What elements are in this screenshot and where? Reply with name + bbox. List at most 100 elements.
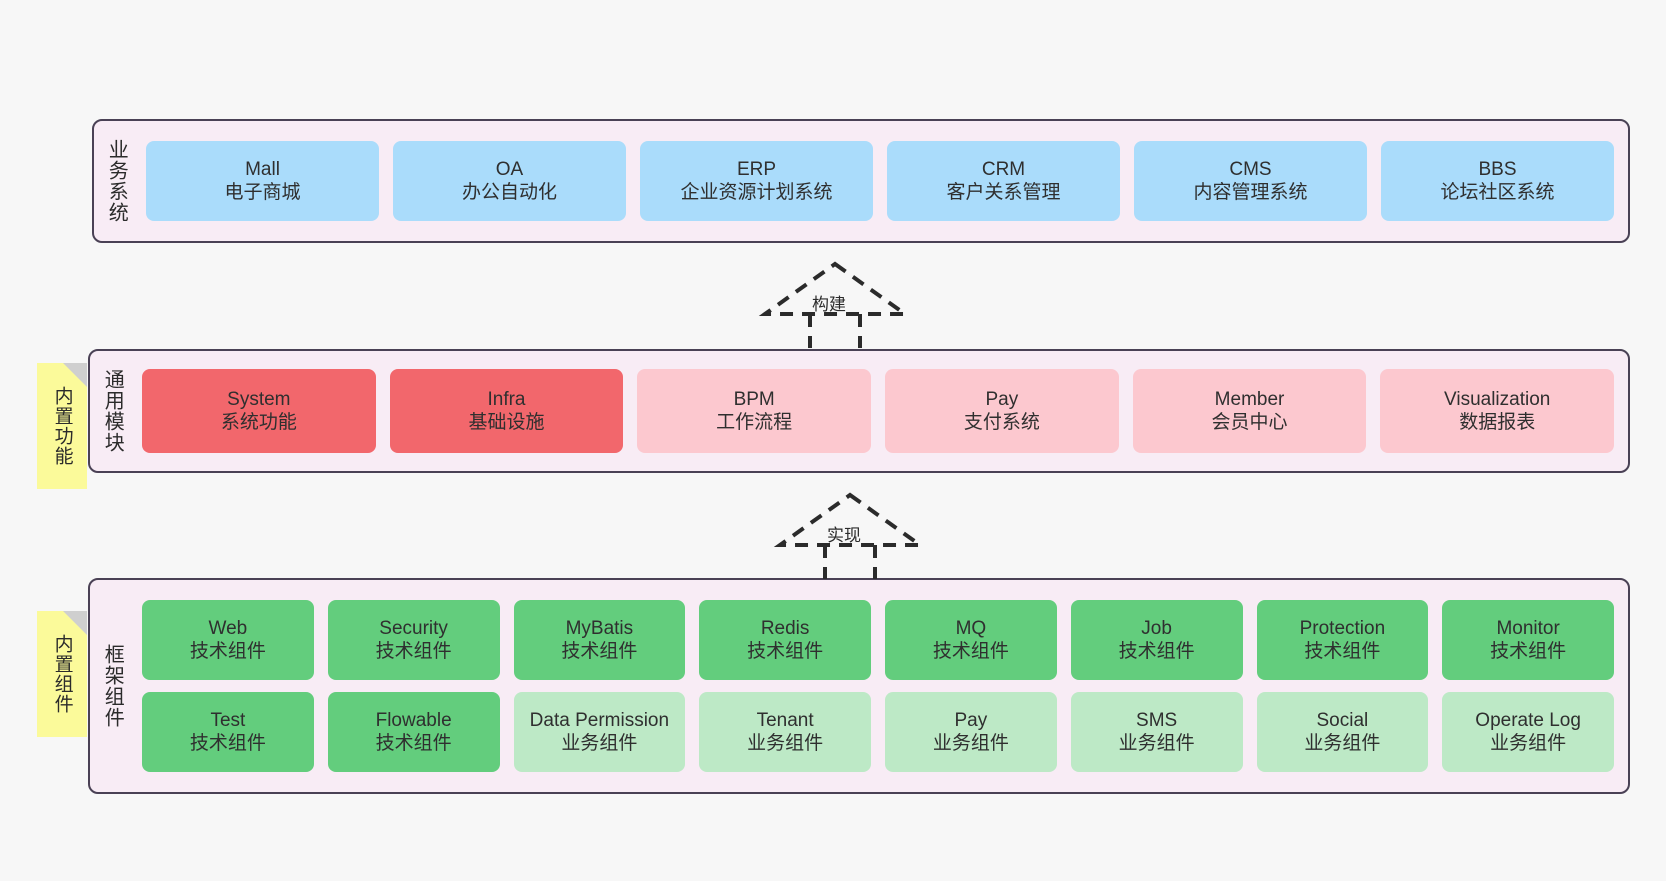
card-subtitle: 技术组件	[747, 641, 824, 662]
card-title: Web	[208, 617, 248, 639]
card-tenant[interactable]: Tenant 业务组件	[699, 692, 871, 772]
card-subtitle: 业务组件	[561, 733, 638, 754]
card-title: CRM	[981, 158, 1026, 180]
card-subtitle: 业务组件	[932, 733, 1009, 754]
card-title: Infra	[487, 388, 526, 410]
framework-row-technical: Web 技术组件 Security 技术组件 MyBatis 技术组件 Redi…	[142, 600, 1614, 680]
card-cms[interactable]: CMS 内容管理系统	[1134, 141, 1367, 221]
card-protection[interactable]: Protection 技术组件	[1256, 600, 1429, 680]
layer-common-module[interactable]: 通用模块 System 系统功能 Infra 基础设施 BPM 工作流程 Pay…	[88, 349, 1630, 473]
card-erp[interactable]: ERP 企业资源计划系统	[640, 141, 873, 221]
card-title: CMS	[1229, 158, 1272, 180]
card-subtitle: 工作流程	[716, 412, 793, 433]
card-title: Monitor	[1496, 617, 1560, 639]
card-pay[interactable]: Pay 支付系统	[885, 369, 1119, 453]
layer-body-business-system: Mall 电子商城 OA 办公自动化 ERP 企业资源计划系统 CRM 客户关系…	[138, 121, 1628, 241]
card-mall[interactable]: Mall 电子商城	[146, 141, 379, 221]
card-pay-business[interactable]: Pay 业务组件	[885, 692, 1057, 772]
page-fold-icon	[63, 611, 87, 635]
card-subtitle: 企业资源计划系统	[680, 182, 833, 203]
framework-row-business: Test 技术组件 Flowable 技术组件 Data Permission …	[142, 692, 1614, 772]
card-social[interactable]: Social 业务组件	[1256, 692, 1429, 772]
card-subtitle: 办公自动化	[461, 182, 557, 203]
card-title: Social	[1316, 709, 1369, 731]
layer-body-common-module: System 系统功能 Infra 基础设施 BPM 工作流程 Pay 支付系统…	[134, 351, 1628, 471]
card-title: MQ	[955, 617, 987, 639]
card-subtitle: 技术组件	[561, 641, 638, 662]
card-visualization[interactable]: Visualization 数据报表	[1380, 369, 1615, 453]
card-infra[interactable]: Infra 基础设施	[389, 369, 624, 453]
card-title: Pay	[954, 709, 988, 731]
card-subtitle: 业务组件	[1490, 733, 1567, 754]
layer-title-common-module: 通用模块	[101, 369, 124, 453]
card-title: Mall	[245, 158, 280, 180]
card-subtitle: 技术组件	[189, 641, 266, 662]
card-subtitle: 技术组件	[1304, 641, 1381, 662]
sticky-note-builtin-component: 内置组件	[37, 611, 87, 737]
card-title: Flowable	[375, 709, 452, 731]
layer-business-system[interactable]: 业务系统 Mall 电子商城 OA 办公自动化 ERP 企业资源计划系统 CRM…	[92, 119, 1630, 243]
card-subtitle: 业务组件	[1304, 733, 1381, 754]
card-redis[interactable]: Redis 技术组件	[699, 600, 871, 680]
card-title: OA	[495, 158, 524, 180]
card-subtitle: 论坛社区系统	[1440, 182, 1555, 203]
card-operate-log[interactable]: Operate Log 业务组件	[1442, 692, 1614, 772]
card-title: MyBatis	[565, 617, 634, 639]
sticky-note-label: 内置组件	[51, 634, 73, 714]
card-subtitle: 客户关系管理	[946, 182, 1061, 203]
card-subtitle: 技术组件	[375, 733, 452, 754]
card-job[interactable]: Job 技术组件	[1070, 600, 1243, 680]
layer-framework-component[interactable]: 框架组件 Web 技术组件 Security 技术组件 MyBatis 技术组件…	[88, 578, 1630, 794]
card-crm[interactable]: CRM 客户关系管理	[887, 141, 1120, 221]
page-fold-icon	[63, 363, 87, 387]
card-subtitle: 业务组件	[1118, 733, 1195, 754]
card-mq[interactable]: MQ 技术组件	[885, 600, 1057, 680]
card-title: Test	[210, 709, 246, 731]
card-subtitle: 支付系统	[963, 412, 1040, 433]
card-monitor[interactable]: Monitor 技术组件	[1442, 600, 1614, 680]
card-subtitle: 系统功能	[220, 412, 297, 433]
sticky-note-label: 内置功能	[51, 386, 73, 466]
card-title: Data Permission	[529, 709, 670, 731]
card-bbs[interactable]: BBS 论坛社区系统	[1381, 141, 1614, 221]
card-title: System	[227, 388, 291, 410]
card-subtitle: 业务组件	[747, 733, 824, 754]
card-sms[interactable]: SMS 业务组件	[1070, 692, 1243, 772]
card-subtitle: 会员中心	[1211, 412, 1288, 433]
card-test[interactable]: Test 技术组件	[142, 692, 314, 772]
connector-build-label: 构建	[812, 295, 846, 314]
card-title: Security	[379, 617, 448, 639]
card-system[interactable]: System 系统功能	[142, 369, 376, 453]
layer-body-framework-component: Web 技术组件 Security 技术组件 MyBatis 技术组件 Redi…	[134, 580, 1628, 792]
card-title: Member	[1214, 388, 1285, 410]
sticky-note-builtin-function: 内置功能	[37, 363, 87, 489]
card-web[interactable]: Web 技术组件	[142, 600, 314, 680]
card-subtitle: 内容管理系统	[1193, 182, 1308, 203]
card-bpm[interactable]: BPM 工作流程	[637, 369, 872, 453]
card-title: BBS	[1478, 158, 1517, 180]
card-subtitle: 电子商城	[224, 182, 301, 203]
card-subtitle: 技术组件	[1490, 641, 1567, 662]
card-title: Operate Log	[1475, 709, 1581, 731]
card-data-permission[interactable]: Data Permission 业务组件	[513, 692, 686, 772]
card-title: SMS	[1136, 709, 1178, 731]
card-title: Redis	[760, 617, 810, 639]
card-oa[interactable]: OA 办公自动化	[393, 141, 626, 221]
layer-title-business-system: 业务系统	[105, 139, 128, 223]
card-mybatis[interactable]: MyBatis 技术组件	[513, 600, 686, 680]
connector-implement: 实现	[770, 489, 930, 579]
card-subtitle: 技术组件	[932, 641, 1009, 662]
card-title: Pay	[985, 388, 1019, 410]
card-flowable[interactable]: Flowable 技术组件	[327, 692, 500, 772]
card-security[interactable]: Security 技术组件	[327, 600, 500, 680]
connector-build: 构建	[755, 258, 915, 348]
card-title: Protection	[1299, 617, 1386, 639]
card-member[interactable]: Member 会员中心	[1132, 369, 1367, 453]
card-subtitle: 技术组件	[375, 641, 452, 662]
card-subtitle: 技术组件	[1118, 641, 1195, 662]
card-title: BPM	[733, 388, 775, 410]
card-title: Job	[1141, 617, 1172, 639]
card-title: Tenant	[756, 709, 814, 731]
card-subtitle: 技术组件	[189, 733, 266, 754]
